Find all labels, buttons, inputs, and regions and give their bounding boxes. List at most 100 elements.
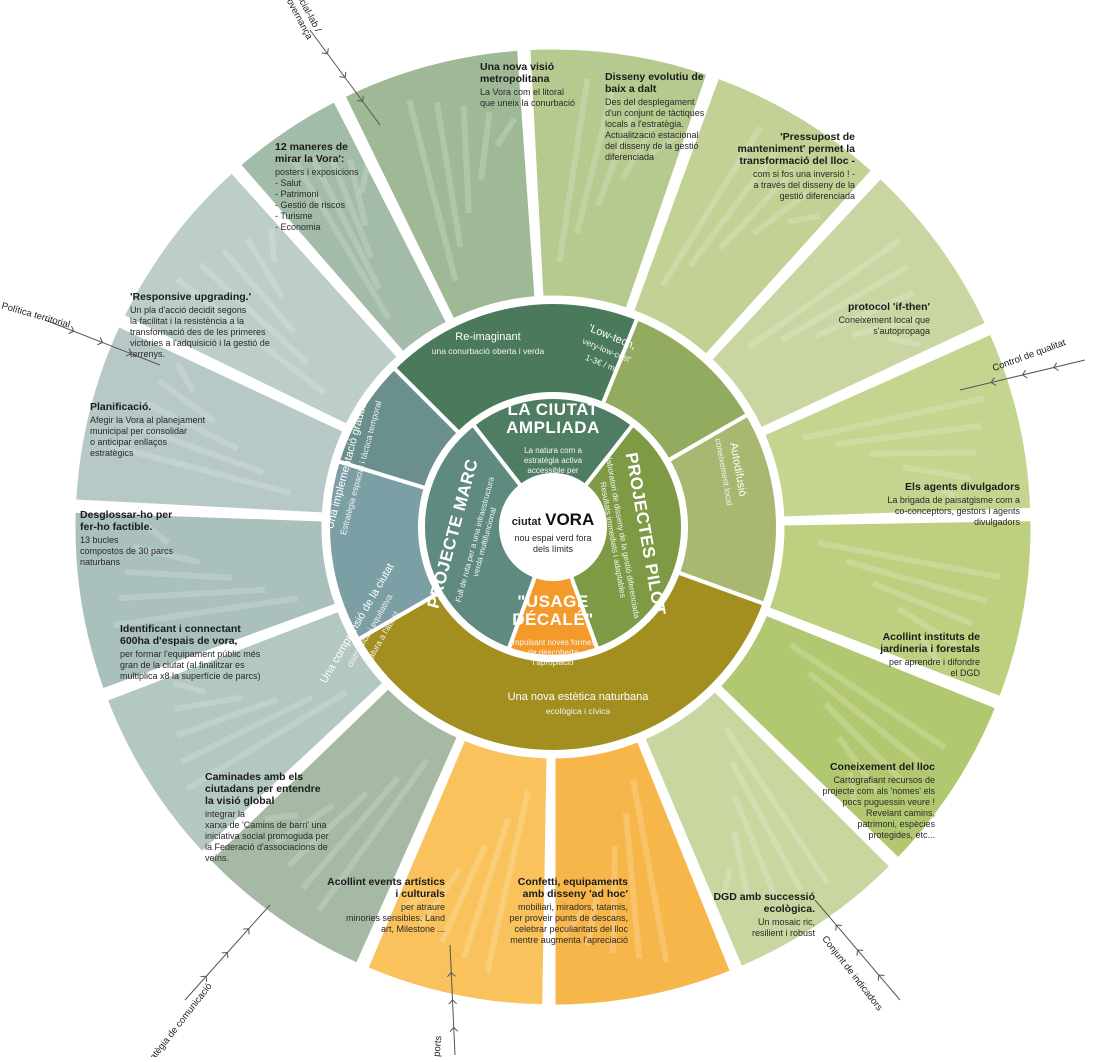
vector-chevron-icon [97,337,104,346]
photo-texture [179,694,314,765]
segment-title-line: la visió global [205,795,275,807]
photo-texture [310,157,382,291]
segment-body-line: patrimoni, espècies [857,819,935,829]
segment-body-line: art, Milestone ... [381,924,445,934]
segment-body-line: - Turisme [275,211,313,221]
segment-title-line: Coneixement del lloc [830,761,935,773]
center-circle [503,477,603,577]
segment-body-line: la facilitat i la resistència a la [130,316,244,326]
segment-body-line: del disseny de la gestió [605,141,699,151]
photo-texture [560,909,585,939]
vector-chevron-icon [321,48,329,55]
photo-texture [814,290,915,339]
photo-texture [174,694,243,713]
segment-photo [204,682,464,969]
segment-body-line: a través del disseny de la [753,180,855,190]
photo-texture [109,442,291,496]
segment-body-line: - Gestió de riscos [275,200,346,210]
photo-texture [157,378,216,424]
segment-title-line: mirar la Vora': [275,153,344,165]
vector-label-group: Social-lab /Governança [280,0,324,42]
middle-segment-reimaginant [391,300,640,436]
photo-texture [328,157,375,259]
segment-photo [71,320,349,518]
photo-texture [221,248,296,334]
vector-chevron-icon [1053,362,1059,371]
core-subtitle-line: estratègia activa [524,456,583,465]
photo-texture [433,102,464,248]
vector-label: Política territorial [0,301,71,331]
photo-texture [556,77,591,263]
segment-title-line: Els agents divulgadors [905,481,1020,493]
segment-title-line: manteniment' permet la [738,143,856,155]
vector-label-line: Conjunt de indicadors [819,934,884,1013]
segment-photo [763,516,1036,703]
segment-title-line: Confetti, equipaments [518,876,628,888]
segment-body-line: Un pla d'acció decidit segons [130,305,247,315]
vector-chevron-icon [243,928,250,935]
segment-body-line: multiplica x8 la superfície de parcs) [120,671,261,681]
segment-title-line: fer-ho factible. [80,521,152,533]
photo-texture [902,464,971,481]
segment-body-line: per formar l'equipament públic més [120,649,261,659]
segment-photo [234,95,453,358]
segment-photo [525,44,713,314]
segment-body: com si fos una inversió ! -a través del … [753,169,855,201]
vector-label-line: Política territorial [0,301,71,331]
photo-texture [609,845,619,953]
segment-title-line: Planificació. [90,401,151,413]
outer-segment-s9 [550,736,737,1010]
vector-label-line: Estratègia de comunicació [137,981,214,1057]
segment-body: Un mosaic ric,resilient i robust [752,917,816,938]
segment-body-line: gran de la ciutat (al finalitzar es [120,660,245,670]
segment-body-line: com si fos una inversió ! - [753,169,855,179]
outer-segment-s15 [118,166,404,430]
segment-text-s15: 'Responsive upgrading.'Un pla d'acció de… [130,291,270,359]
segment-title: Els agents divulgadors [905,481,1020,493]
core-subtitle-line: Impulsant noves formes [511,638,596,647]
vector-label-group: Esports [431,1035,445,1062]
segment-body-line: per aprendre i difondre [889,657,980,667]
segment-title-line: Acollint instituts de [883,631,981,643]
vector-chevron-icon [856,949,864,956]
photo-texture [887,335,921,348]
vector-label-group: Política territorial [0,301,71,331]
photo-texture [807,670,926,768]
vector-chevron-icon [125,348,132,357]
photo-texture [731,831,752,900]
segment-photo [70,507,342,695]
photo-texture [802,395,985,442]
photo-texture [687,146,781,268]
segment-body-line: o anticipar enllaços [90,437,168,447]
segment-body-line: divulgadors [974,517,1021,527]
segment-title-line: 'Pressupost de [780,131,855,143]
segment-body-line: s'autopropaga [873,326,930,336]
segment-body-line: Un mosaic ric, [758,917,815,927]
vector-label: Social-lab /Governança [280,0,324,42]
vector-chevron-icon [221,951,229,959]
photo-texture [595,103,638,207]
vector-label: Conjunt de indicadors [819,934,884,1013]
segment-title-line: ecològica. [764,903,815,915]
vector-chevron-icon [990,377,997,386]
vector-v5: Estratègia de comunicació [137,904,271,1062]
segment-title-line: Una nova visió [480,61,554,73]
